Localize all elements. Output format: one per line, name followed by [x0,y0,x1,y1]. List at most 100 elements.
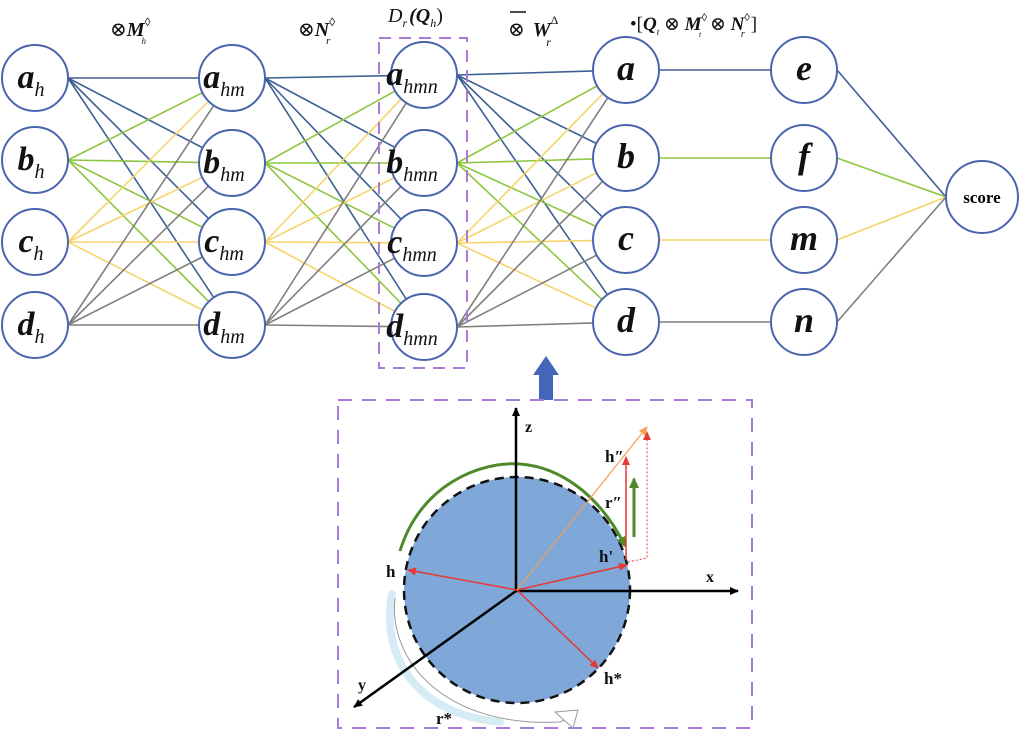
edge [264,101,408,326]
edge [836,196,947,241]
edge [264,162,403,305]
r-star-label: r* [436,709,452,728]
node-label: m [790,218,818,258]
node-label: bhmn [386,144,437,186]
node-circle [945,160,1019,234]
edge [456,242,598,310]
edge [67,77,215,299]
node-circle [390,41,458,109]
edge [67,77,210,220]
edge [456,74,604,218]
edge [456,84,599,164]
r-star-arc-shadow [385,590,504,726]
hmn-highlight-box [378,37,468,369]
h-double-prime-label: h″ [605,447,624,466]
node-circle [390,293,458,361]
node-label: ch [18,223,43,265]
node-label: e [796,48,812,88]
edge [67,159,200,164]
node-label: ahmn [386,56,437,98]
node-label: n [794,300,814,340]
node-label: chmn [387,224,437,266]
edge [264,77,396,149]
node-circle [770,36,838,104]
operator-m-label: ⊗M◊h [110,15,151,46]
edge [456,162,603,301]
node-d-hm: dhm [198,291,266,359]
operator-n-label: ⊗N◊r [298,15,335,47]
edge [264,97,403,243]
node-c-hmn: chmn [387,209,458,277]
edge [264,257,396,326]
vector-h [407,567,518,591]
node-d: d [592,288,660,356]
operator-d-label: Dr(Qh) [387,5,443,30]
edge [264,241,396,313]
node-score: score [945,160,1019,234]
score-label: score [963,188,1001,207]
network-edges [67,69,947,328]
edge [67,255,204,326]
node-n: n [770,288,838,356]
up-arrow-icon [533,356,559,400]
edge [264,77,403,221]
vector-h-prime [516,562,628,591]
edge [67,185,210,326]
node-a: a [592,36,660,104]
node-circle [1,208,69,276]
node-label: a [617,48,635,88]
edge [836,69,947,198]
node-circle [1,126,69,194]
node-circle [390,129,458,197]
svg-text:⊗WΔr: ⊗WΔr [508,13,559,49]
node-circle [592,36,660,104]
node-label: chm [204,223,244,265]
node-label: ahm [203,59,244,101]
rotation-arc-green [398,462,627,552]
node-m: m [770,206,838,274]
node-b-hm: bhm [198,129,266,197]
node-d-hmn: dhmn [386,293,458,361]
edge [67,91,204,161]
node-d-h: dh [1,291,69,359]
edge [264,77,408,301]
edge [456,180,604,328]
r-star-arrowhead [553,709,579,729]
node-c-hm: chm [198,208,266,276]
node-circle [390,209,458,277]
node-e: e [770,36,838,104]
node-circle [770,124,838,192]
node-circle [1,291,69,359]
edge [456,74,598,145]
edge [264,241,392,244]
vector-h-star [516,589,599,669]
node-circle [592,288,660,356]
edge [264,324,392,328]
z-axis-label: z [525,419,532,436]
rotation-illustration: z x y h h' h″ r″ h* r* [353,407,739,729]
edge [456,171,598,244]
node-b: b [592,124,660,192]
r-double-prime-label: r″ [605,493,622,512]
node-label: d [617,300,636,340]
edge [456,96,609,328]
vector-h-double-prime [516,426,648,591]
network-nodes: ah bh ch dh ahm bhm chm dhm ahmn bhmn chmn dhmn abc d… [1,36,1019,361]
edge [67,100,210,243]
node-label: c [618,218,634,258]
node-label: bh [18,141,45,183]
node-label: bhm [203,144,244,186]
node-label: ah [18,59,45,101]
edge [456,92,604,244]
node-f: f [770,124,838,192]
node-label: f [798,136,813,176]
node-a-h: ah [1,44,69,112]
edge [264,74,392,79]
edge [67,241,204,312]
r-star-arc [393,597,573,723]
node-circle [198,208,266,276]
node-c: c [592,206,660,274]
node-circle [770,288,838,356]
node-circle [198,129,266,197]
operator-product-label: •[Qt ⊗ M◊t ⊗ N◊r] [630,12,757,40]
